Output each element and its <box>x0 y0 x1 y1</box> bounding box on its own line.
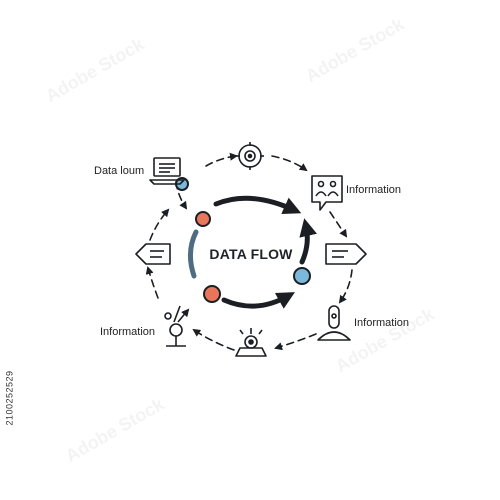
label-top-right: Information <box>346 184 402 196</box>
orange-node <box>195 211 211 227</box>
center-label: DATA FLOW <box>209 246 293 262</box>
left-arc <box>188 229 199 279</box>
inner-cycle <box>188 195 317 309</box>
gear-hub-icon <box>235 328 267 357</box>
ring-arrow <box>329 211 348 238</box>
label-bottom-right: Information <box>354 317 410 329</box>
ring-arrow <box>274 333 317 351</box>
tag-right-icon <box>325 243 367 265</box>
tag-left-icon <box>135 243 171 265</box>
outer-dashed-ring <box>145 152 353 351</box>
network-person-icon <box>164 305 190 347</box>
top-arc <box>213 195 302 215</box>
ring-arrow <box>149 208 170 241</box>
target-globe-icon <box>236 142 264 170</box>
label-top-left: Data loum <box>94 165 145 177</box>
keyhole-person-icon <box>317 305 351 341</box>
ring-arrow <box>192 328 235 351</box>
ring-arrow <box>338 269 353 304</box>
laptop-icon <box>149 157 185 185</box>
orange-node <box>203 285 221 303</box>
bottom-arc <box>221 292 295 309</box>
stock-id: 2100252529 <box>4 370 15 426</box>
ring-arrow <box>271 155 308 172</box>
blue-node <box>293 267 311 285</box>
image-document-icon <box>311 175 343 211</box>
right-arc <box>299 218 317 265</box>
label-bottom-left: Information <box>100 326 156 338</box>
ring-arrow <box>145 266 159 299</box>
ring-arrow <box>205 152 238 167</box>
